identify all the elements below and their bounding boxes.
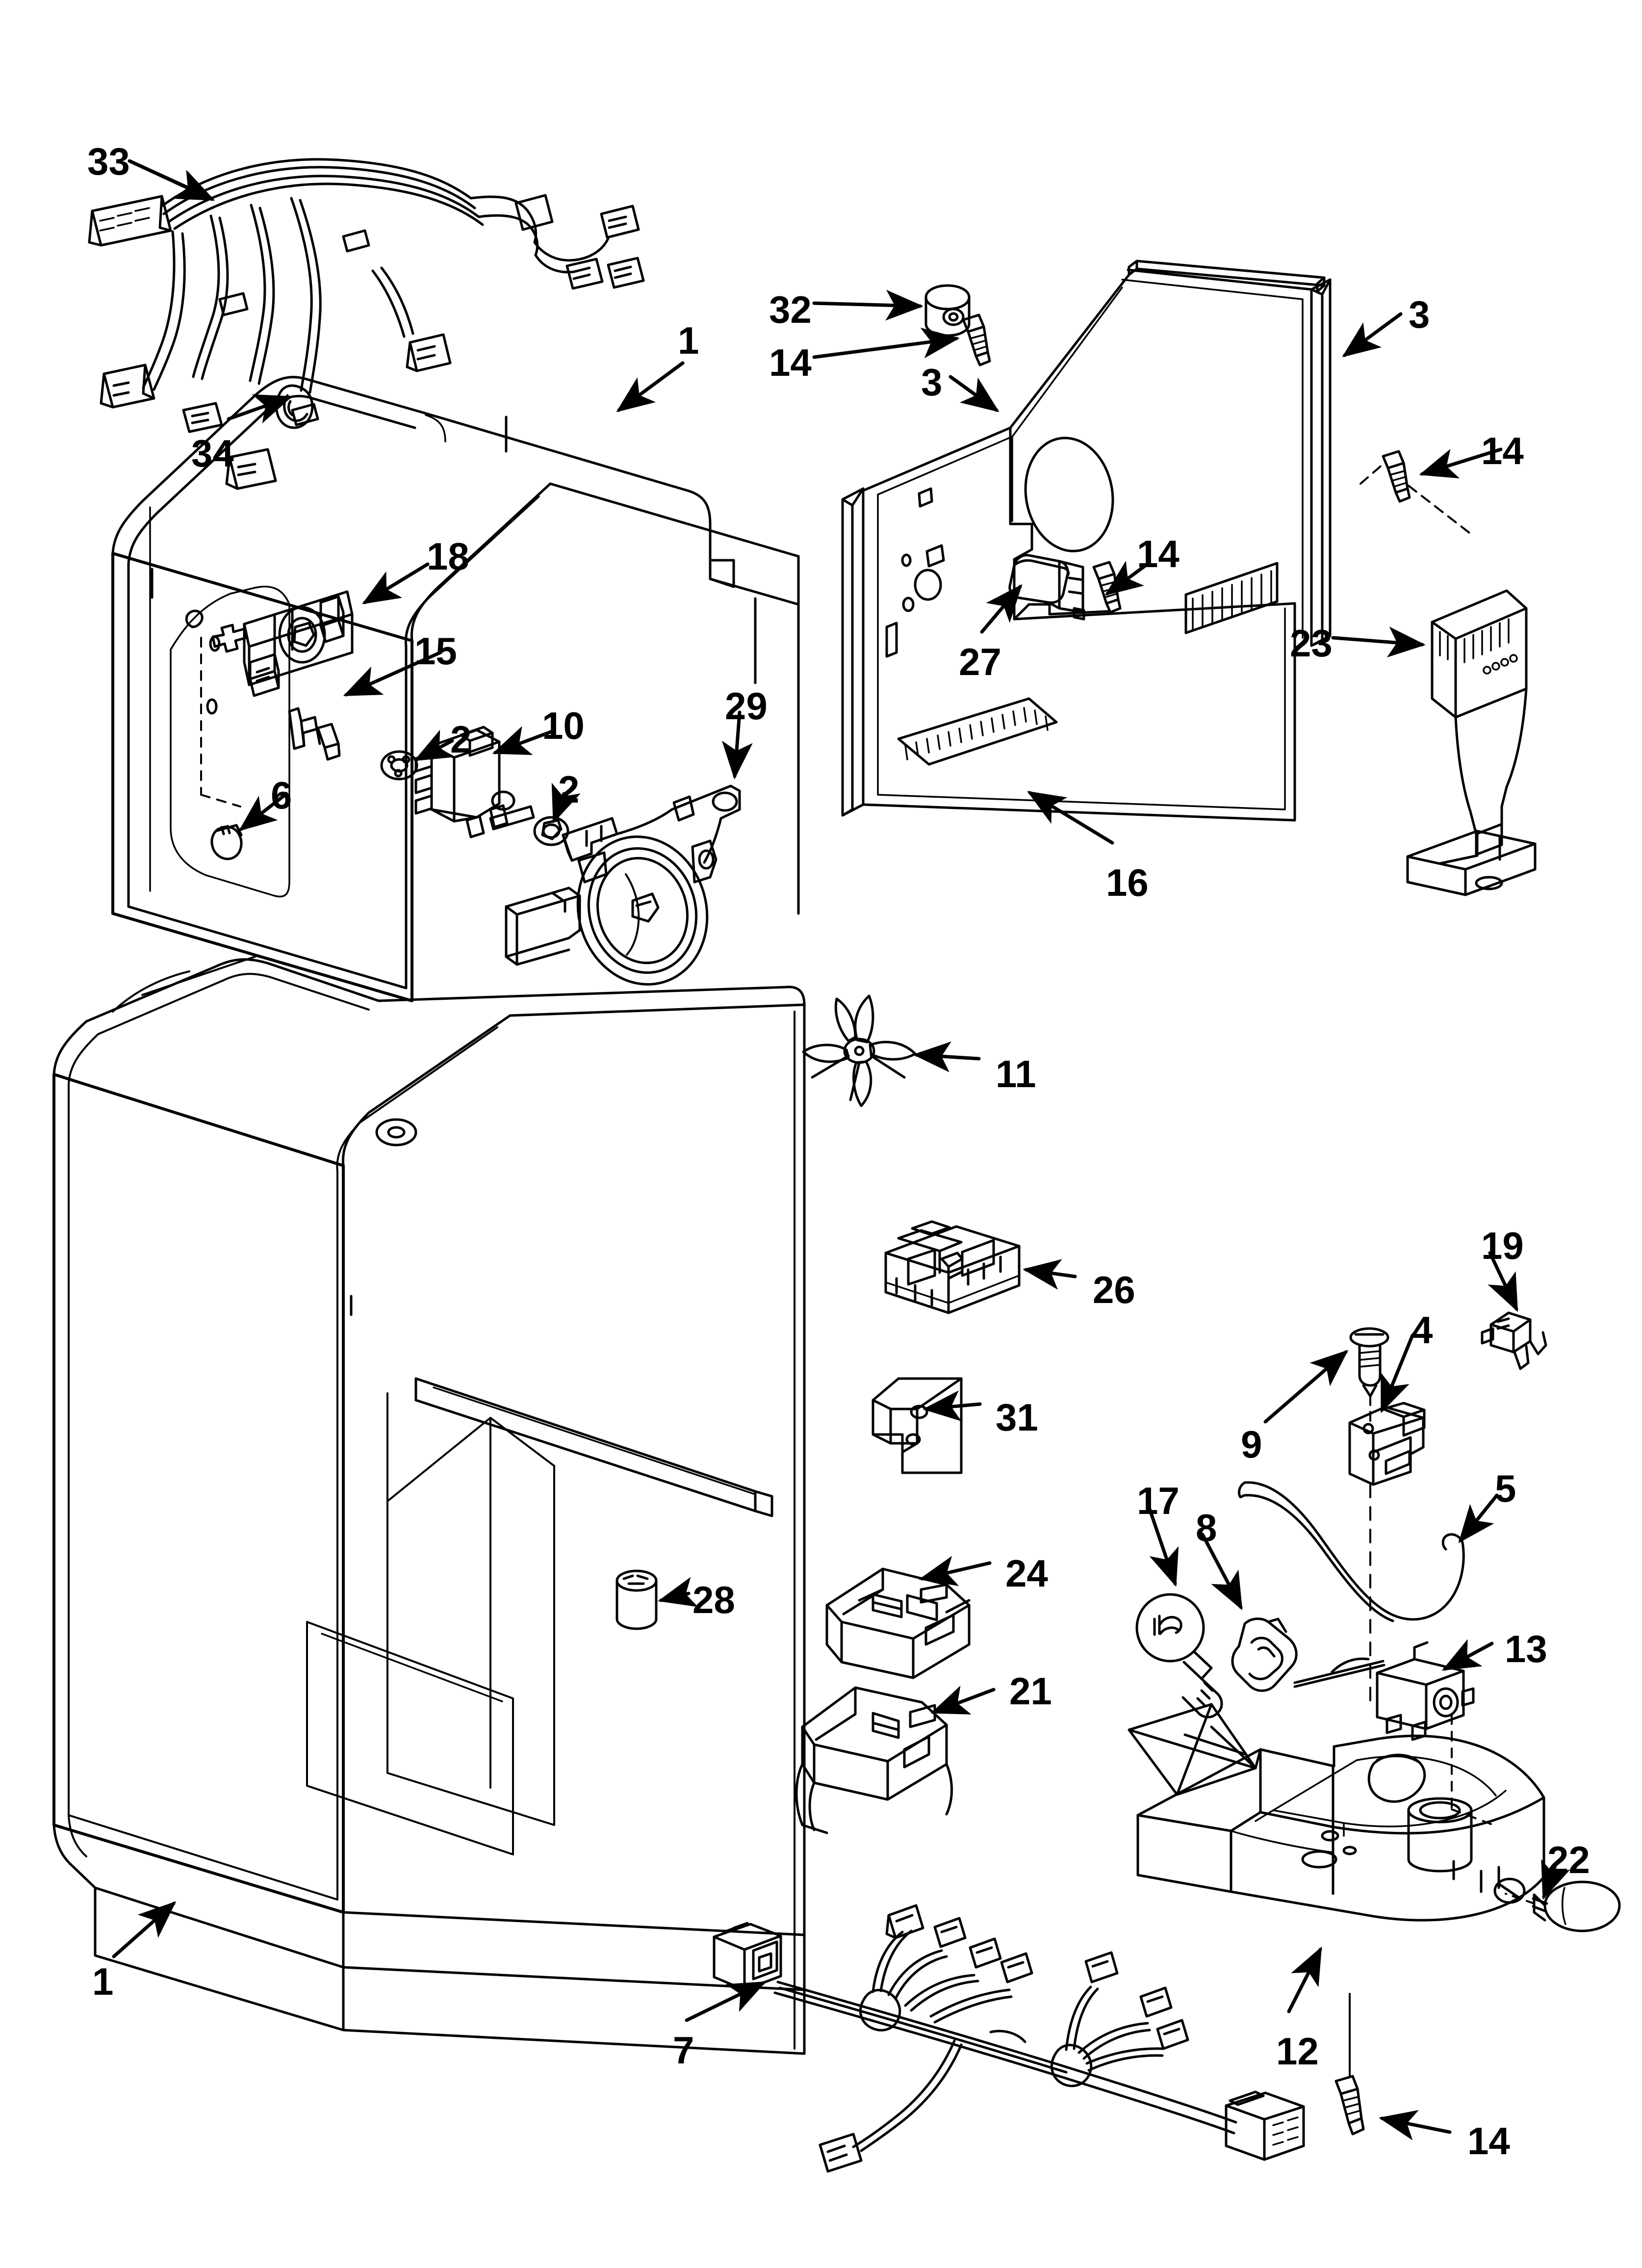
callout-2-a: 2 <box>450 718 472 761</box>
main-wire-harness-art <box>713 1904 1305 2173</box>
fan-blade-art <box>802 994 917 1107</box>
rear-panel-art <box>841 260 1332 822</box>
callout-11: 11 <box>996 1052 1036 1095</box>
callout-5: 5 <box>1495 1467 1516 1510</box>
callout-3-b: 3 <box>1409 293 1430 336</box>
callout-7: 7 <box>673 2029 694 2072</box>
plug-button-art <box>616 1569 658 1630</box>
wire-clip-art <box>1481 1311 1547 1370</box>
light-housing-art <box>825 1567 971 1679</box>
callout-12: 12 <box>1276 2030 1319 2073</box>
callout-8: 8 <box>1196 1506 1217 1549</box>
light-housing-base-art <box>795 1686 953 1834</box>
drain-plug-art <box>210 824 243 860</box>
callout-33: 33 <box>87 140 130 183</box>
callout-14-a: 14 <box>769 341 812 384</box>
callout-14-d: 14 <box>1467 2119 1510 2163</box>
thermostat-control-art <box>1293 1641 1492 1825</box>
callout-14-c: 14 <box>1137 532 1180 575</box>
fan-shroud-art <box>505 784 741 986</box>
callout-31: 31 <box>996 1396 1038 1439</box>
screw-switch-art <box>1349 1327 1389 1398</box>
callout-18: 18 <box>427 535 469 578</box>
screw-bottom-art <box>1334 1993 1365 2136</box>
callout-32: 32 <box>769 288 812 331</box>
callout-13: 13 <box>1505 1627 1547 1670</box>
callout-2-b: 2 <box>558 768 580 811</box>
callout-23: 23 <box>1290 622 1333 665</box>
light-bulb-art <box>1135 1593 1223 1719</box>
callout-16: 16 <box>1106 861 1149 904</box>
bulb-shield-art <box>1231 1617 1298 1692</box>
callout-34: 34 <box>191 432 234 475</box>
grommet-right-art <box>533 816 569 846</box>
bushing-art <box>924 284 971 337</box>
drain-tube-art <box>1237 1481 1465 1622</box>
callout-28: 28 <box>693 1578 735 1621</box>
callout-17: 17 <box>1137 1479 1180 1522</box>
callout-26: 26 <box>1093 1268 1135 1311</box>
callout-27: 27 <box>959 640 1001 683</box>
callout-4: 4 <box>1411 1308 1433 1352</box>
mounting-plate-art <box>872 1377 963 1474</box>
callout-9: 9 <box>1241 1423 1262 1466</box>
callout-29: 29 <box>725 684 768 728</box>
screw-mid-right-art <box>1360 450 1470 534</box>
light-bracket-art <box>243 590 354 697</box>
callout-14-b: 14 <box>1481 429 1524 472</box>
callout-19: 19 <box>1481 1224 1524 1267</box>
callout-1-bottom: 1 <box>92 1960 114 2003</box>
callout-21: 21 <box>1009 1669 1052 1713</box>
air-duct-damper-art <box>1406 589 1537 896</box>
callout-6: 6 <box>271 774 292 817</box>
callout-22: 22 <box>1547 1838 1590 1881</box>
light-lens-cover-art <box>884 1220 1021 1314</box>
callout-10: 10 <box>542 704 585 747</box>
cabinet-shell-art <box>52 956 806 2055</box>
screw-upper-art <box>962 313 991 366</box>
light-switch-screw-art <box>288 707 341 761</box>
freezer-wire-harness-art <box>88 158 645 490</box>
control-knob-art <box>1505 1880 1621 1932</box>
callout-3-a: 3 <box>921 361 943 404</box>
freezer-liner-art <box>111 376 800 1002</box>
drain-pan-art <box>1128 1703 1545 1922</box>
callout-24: 24 <box>1005 1552 1048 1595</box>
callout-15: 15 <box>414 629 457 673</box>
callout-1-top: 1 <box>678 319 699 362</box>
